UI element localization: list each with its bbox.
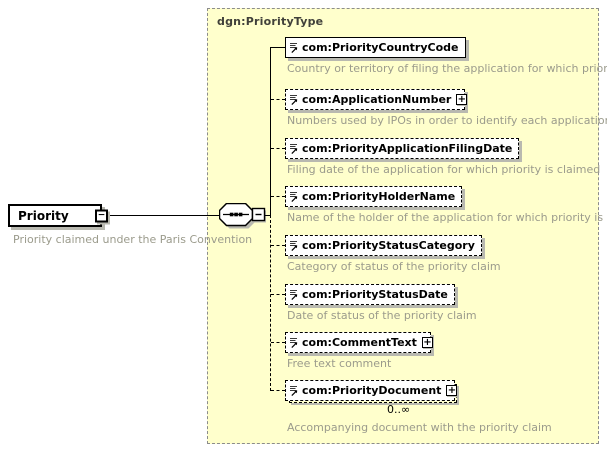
connector-trunk-dashed [270, 215, 271, 391]
element-box-priority-status-category[interactable]: com:PriorityStatusCategory [285, 235, 482, 256]
element-description: Filing date of the application for which… [287, 163, 601, 176]
connector-stub [270, 47, 285, 48]
priority-element-description: Priority claimed under the Paris Convent… [13, 233, 253, 246]
priority-element-box[interactable]: Priority − [8, 204, 108, 227]
element-label: com:PriorityStatusCategory [302, 239, 475, 252]
element-ref-icon [290, 42, 298, 53]
element-label: com:PriorityStatusDate [302, 288, 448, 301]
type-panel-title: dgn:PriorityType [217, 15, 324, 28]
connector-stub [271, 390, 285, 391]
element-box-priority-application-filing-date[interactable]: com:PriorityApplicationFilingDate [285, 138, 520, 159]
expand-icon[interactable]: + [456, 93, 468, 105]
child-priority-document: com:PriorityDocument + 0..∞ Accompanying… [285, 380, 552, 434]
element-ref-icon [290, 289, 298, 300]
element-label: com:PriorityCountryCode [302, 41, 459, 54]
element-label: com:PriorityDocument [302, 384, 442, 397]
element-box-priority-holder-name[interactable]: com:PriorityHolderName [285, 186, 463, 207]
element-label: com:ApplicationNumber [302, 93, 452, 106]
connector-stub [271, 196, 285, 197]
child-comment-text: com:CommentText + Free text comment [285, 332, 433, 370]
connector-stub [271, 294, 285, 295]
connector-stub [271, 342, 285, 343]
element-ref-icon [290, 143, 298, 154]
child-priority-status-category: com:PriorityStatusCategory Category of s… [285, 235, 501, 273]
element-box-priority-country-code[interactable]: com:PriorityCountryCode [285, 37, 466, 58]
priority-element-label: Priority [18, 208, 69, 223]
element-description: Date of status of the priority claim [287, 309, 477, 322]
connector-line [264, 215, 271, 216]
element-description: Category of status of the priority claim [287, 260, 501, 273]
element-label: com:PriorityApplicationFilingDate [302, 142, 513, 155]
collapse-icon[interactable]: − [95, 209, 108, 222]
child-priority-holder-name: com:PriorityHolderName Name of the holde… [285, 186, 607, 224]
connector-line [110, 215, 219, 216]
connector-stub [271, 99, 285, 100]
child-application-number: com:ApplicationNumber + Numbers used by … [285, 89, 607, 127]
connector-trunk-solid [270, 47, 271, 216]
element-description: Free text comment [287, 357, 392, 370]
child-priority-application-filing-date: com:PriorityApplicationFilingDate Filing… [285, 138, 600, 176]
child-priority-country-code: com:PriorityCountryCode Country or terri… [285, 37, 607, 75]
sequence-icon[interactable] [219, 203, 266, 230]
element-label: com:CommentText [302, 336, 417, 349]
element-description: Numbers used by IPOs in order to identif… [287, 114, 607, 127]
element-ref-icon [290, 94, 298, 105]
type-panel-prioritytype: dgn:PriorityType [207, 8, 599, 444]
expand-icon[interactable]: + [446, 384, 458, 396]
element-ref-icon [290, 337, 298, 348]
connector-stub [271, 245, 285, 246]
element-box-comment-text[interactable]: com:CommentText + [285, 332, 433, 353]
element-box-application-number[interactable]: com:ApplicationNumber + [285, 89, 468, 110]
element-box-priority-status-date[interactable]: com:PriorityStatusDate [285, 284, 455, 305]
element-ref-icon [290, 240, 298, 251]
element-description: Country or territory of filing the appli… [287, 62, 607, 75]
element-ref-icon [290, 385, 298, 396]
element-description: Name of the holder of the application fo… [287, 211, 607, 224]
element-box-priority-document[interactable]: com:PriorityDocument + [285, 380, 458, 401]
element-label: com:PriorityHolderName [302, 190, 456, 203]
element-description: Accompanying document with the priority … [287, 421, 552, 434]
child-priority-status-date: com:PriorityStatusDate Date of status of… [285, 284, 477, 322]
connector-stub [271, 148, 285, 149]
element-ref-icon [290, 191, 298, 202]
expand-icon[interactable]: + [421, 336, 433, 348]
occurrence-label: 0..∞ [387, 403, 411, 416]
